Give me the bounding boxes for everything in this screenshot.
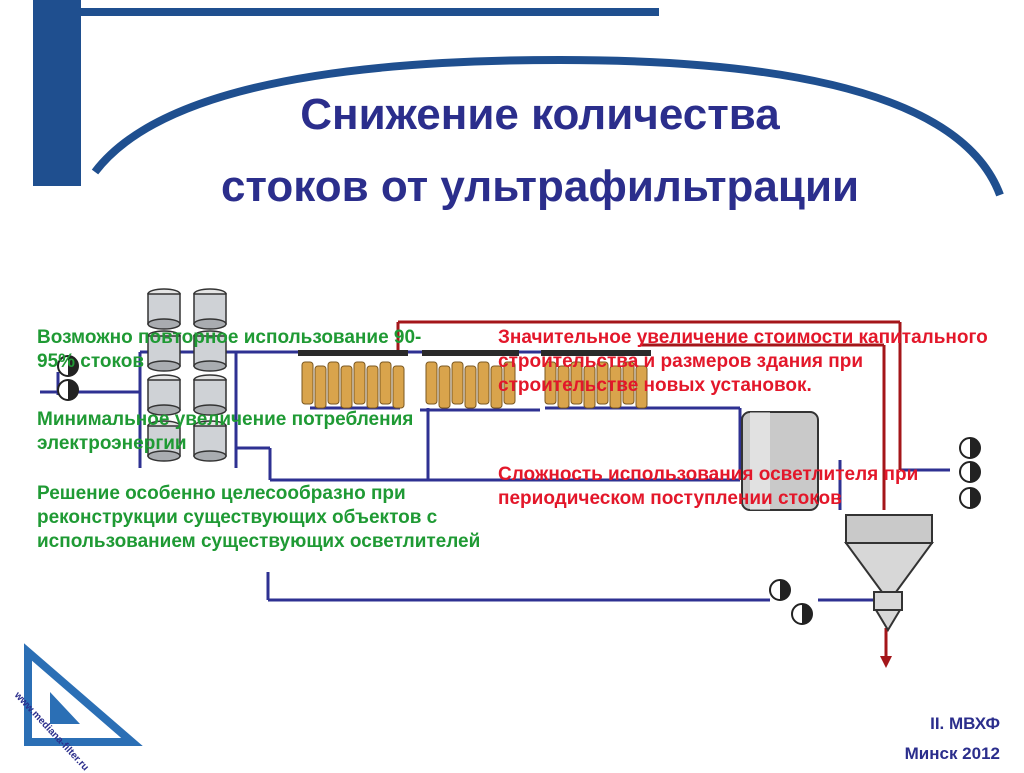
membrane-module xyxy=(557,365,570,409)
membrane-module xyxy=(490,365,503,409)
pump-half xyxy=(68,356,78,376)
title-arc xyxy=(91,55,1004,197)
membrane-module xyxy=(379,361,392,405)
logo-inner-triangle-icon xyxy=(50,692,80,724)
prefilter-bottom xyxy=(193,450,227,462)
membrane-module xyxy=(392,365,405,409)
membrane-module xyxy=(314,365,327,409)
prefilter-bottom xyxy=(147,318,181,330)
prefilter-body xyxy=(147,293,181,325)
pump-half xyxy=(970,438,980,458)
prefilter-bottom xyxy=(147,360,181,372)
logo-triangle-icon xyxy=(24,643,143,746)
membrane-header xyxy=(298,350,408,356)
membrane-module xyxy=(451,361,464,405)
prefilter-bottom xyxy=(147,404,181,416)
membrane-module xyxy=(464,365,477,409)
membrane-module xyxy=(340,365,353,409)
membrane-module xyxy=(609,365,622,409)
company-logo xyxy=(24,643,143,746)
pump-half xyxy=(970,462,980,482)
footer-event: II. МВХФ xyxy=(930,714,1000,733)
prefilter-bottom xyxy=(147,450,181,462)
page-title-line-2: стоков от ультрафильтрации xyxy=(220,162,860,211)
page-title-line-1: Снижение количества xyxy=(300,90,780,139)
note-energy: Минимальное увеличение потребления элект… xyxy=(37,409,414,454)
pump-half xyxy=(970,488,980,508)
pump-half xyxy=(802,604,812,624)
membrane-header xyxy=(541,350,651,356)
note-clarifier: Сложность использования осветлителя при … xyxy=(498,464,919,509)
note-reconstruction: Решение особенно целесообразно при рекон… xyxy=(37,483,481,552)
membrane-module xyxy=(503,361,516,405)
membrane-module xyxy=(438,365,451,409)
prefilter-bottom xyxy=(193,318,227,330)
membrane-module xyxy=(366,365,379,409)
membrane-module xyxy=(596,361,609,405)
membrane-module xyxy=(301,361,314,405)
top-bar xyxy=(33,8,659,16)
membrane-module xyxy=(570,361,583,405)
vertical-bar xyxy=(33,0,81,186)
membrane-module xyxy=(583,365,596,409)
red-pipes xyxy=(396,320,902,660)
membrane-module xyxy=(544,361,557,405)
pump-half xyxy=(68,380,78,400)
membrane-module xyxy=(425,361,438,405)
membrane-module xyxy=(477,361,490,405)
drain-arrow xyxy=(880,656,892,668)
note-reuse: Возможно повторное использование 90-95% … xyxy=(37,327,422,372)
prefilter-bank xyxy=(147,288,227,462)
storage-tank xyxy=(741,411,819,511)
prefilter-bottom xyxy=(193,404,227,416)
prefilter-body xyxy=(147,425,181,457)
membrane-module xyxy=(327,361,340,405)
membrane-module xyxy=(635,365,648,409)
membrane-header xyxy=(422,350,519,356)
clarifier-tank xyxy=(844,514,934,632)
ultrafiltration-modules xyxy=(298,350,651,409)
membrane-module xyxy=(622,361,635,405)
footer-place-year: Минск 2012 xyxy=(904,744,1000,763)
pump-half xyxy=(780,580,790,600)
pump-group xyxy=(57,355,981,625)
prefilter-bottom xyxy=(193,360,227,372)
membrane-module xyxy=(353,361,366,405)
note-cost: Значительное увеличение стоимости капита… xyxy=(498,327,988,396)
